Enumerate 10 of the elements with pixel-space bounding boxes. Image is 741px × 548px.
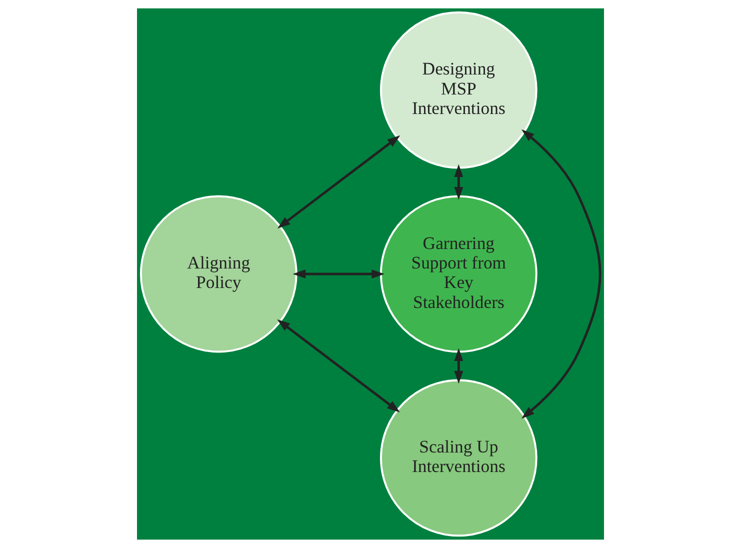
node-circle: Designing MSP Interventions	[380, 11, 538, 169]
arrow	[454, 164, 464, 200]
node-circle: Aligning Policy	[140, 195, 298, 353]
node-circle: Garnering Support from Key Stakeholders	[380, 195, 538, 353]
arrow	[521, 129, 602, 419]
arrow	[292, 270, 384, 278]
arrow	[277, 319, 400, 412]
arrow	[454, 348, 464, 384]
arrow	[277, 135, 400, 228]
node-circle: Scaling Up Interventions	[380, 379, 538, 537]
